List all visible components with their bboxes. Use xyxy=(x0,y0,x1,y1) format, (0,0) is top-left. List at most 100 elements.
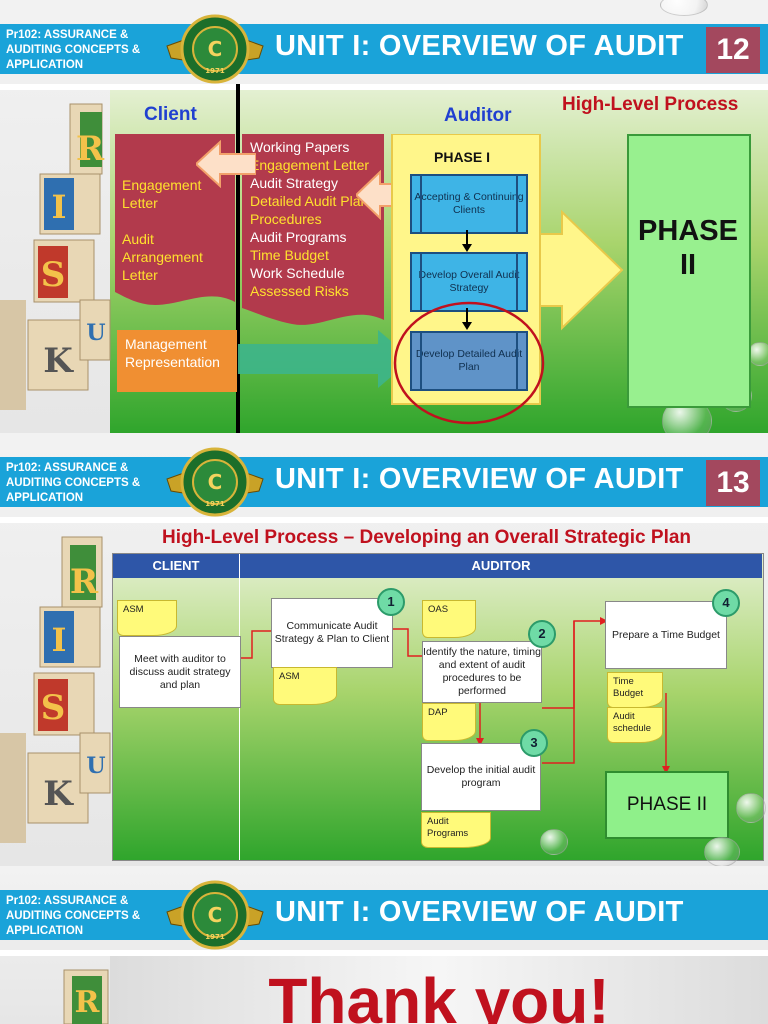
step-badge: 4 xyxy=(712,589,740,617)
client-doc-audit-arrangement-letter: Audit Arrangement Letter xyxy=(122,231,203,283)
water-drop xyxy=(748,342,768,366)
step-label: Develop Detailed Audit Plan xyxy=(415,348,523,373)
step-arrows-icon xyxy=(462,230,472,330)
auditor-doc-item: Audit Strategy xyxy=(250,175,338,191)
arrow-to-client-icon xyxy=(196,140,256,188)
phase2-label: PHASE II xyxy=(638,215,738,281)
header-bar xyxy=(0,890,768,940)
water-drop xyxy=(660,0,708,16)
auditor-documents-shape xyxy=(242,134,384,325)
auditor-doc-item: Engagement Letter xyxy=(250,157,370,173)
divider xyxy=(0,517,768,523)
auditor-doc-item: Assessed Risks xyxy=(250,283,349,299)
university-seal-logo: C 1971 xyxy=(166,880,264,950)
step-label: Develop Overall Audit Strategy xyxy=(418,269,520,294)
content-background xyxy=(110,956,768,1024)
step-label: Accepting & Continuing Clients xyxy=(414,191,524,216)
phase1-title: PHASE I xyxy=(434,149,491,165)
box-meet-with-auditor: Meet with auditor to discuss audit strat… xyxy=(119,636,241,708)
auditor-documents-list: Working Papers Engagement Letter Audit S… xyxy=(250,138,384,300)
water-drop xyxy=(540,829,568,855)
process-title: High-Level Process xyxy=(562,94,739,115)
divider xyxy=(0,84,768,90)
doc-audit-programs: Audit Programs xyxy=(421,812,491,848)
divider xyxy=(0,950,768,956)
box-label: Meet with auditor to discuss audit strat… xyxy=(129,652,231,691)
step-detailed-plan: Develop Detailed Audit Plan xyxy=(410,331,528,391)
unit-title: UNIT I: OVERVIEW OF AUDIT xyxy=(275,896,684,928)
page-number: 13 xyxy=(706,460,760,506)
svg-text:U: U xyxy=(86,320,105,346)
course-title: Pr102: ASSURANCE & AUDITING CONCEPTS & A… xyxy=(6,895,141,937)
water-drop xyxy=(704,837,740,866)
auditor-doc-item: Time Budget xyxy=(250,247,329,263)
process-title: High-Level Process – Developing an Overa… xyxy=(162,527,692,548)
column-header-auditor: AUDITOR xyxy=(240,554,762,578)
doc-time-budget: Time Budget xyxy=(607,672,663,708)
auditor-doc-item: Detailed Audit Plan & Procedures xyxy=(250,193,382,227)
mgmt-rep-arrow-icon xyxy=(238,330,412,388)
unit-title: UNIT I: OVERVIEW OF AUDIT xyxy=(275,463,684,495)
header-bar xyxy=(0,24,768,74)
step-badge: 2 xyxy=(528,620,556,648)
step-identify-procedures: Identify the nature, timing and extent o… xyxy=(422,641,542,703)
risk-blocks-image: R I S K U xyxy=(0,536,111,843)
thank-you-message: Thank you! xyxy=(268,965,610,1024)
svg-text:R: R xyxy=(70,562,99,602)
slide-12: Pr102: ASSURANCE & AUDITING CONCEPTS & A… xyxy=(0,0,768,433)
box-label: Identify the nature, timing and extent o… xyxy=(423,646,541,697)
svg-text:I: I xyxy=(52,621,67,659)
client-auditor-divider xyxy=(236,84,240,433)
step-accepting-clients: Accepting & Continuing Clients xyxy=(410,174,528,234)
unit-title: UNIT I: OVERVIEW OF AUDIT xyxy=(275,30,684,62)
flow-connectors-icon xyxy=(232,617,670,774)
step-time-budget: Prepare a Time Budget xyxy=(605,601,727,669)
doc-dap: DAP xyxy=(422,703,476,741)
client-documents-shape xyxy=(115,134,235,305)
auditor-doc-item: Audit Programs xyxy=(250,229,347,245)
client-doc-engagement-letter: Engagement Letter xyxy=(122,177,202,211)
management-representation-label: Management Representation xyxy=(125,336,220,370)
svg-text:R: R xyxy=(75,985,101,1020)
column-header-client: CLIENT xyxy=(113,554,239,578)
svg-text:1971: 1971 xyxy=(205,67,225,75)
svg-text:1971: 1971 xyxy=(205,933,225,941)
doc-asm: ASM xyxy=(273,667,337,705)
step-overall-strategy: Develop Overall Audit Strategy xyxy=(410,252,528,312)
box-label: Develop the initial audit program xyxy=(426,764,536,789)
client-label: Client xyxy=(144,104,197,125)
box-label: Communicate Audit Strategy & Plan to Cli… xyxy=(274,620,390,645)
course-title: Pr102: ASSURANCE & AUDITING CONCEPTS & A… xyxy=(6,462,141,504)
svg-text:C: C xyxy=(208,903,223,927)
doc-audit-schedule: Audit schedule xyxy=(607,707,663,743)
phase2-box xyxy=(627,134,751,408)
svg-text:1971: 1971 xyxy=(205,500,225,508)
risk-blocks-image: R I S K U xyxy=(0,103,111,410)
doc-oas: OAS xyxy=(422,600,476,638)
step-initial-audit-program: Develop the initial audit program xyxy=(421,743,541,811)
svg-text:U: U xyxy=(86,753,105,779)
svg-text:I: I xyxy=(52,188,67,226)
slide-13: Pr102: ASSURANCE & AUDITING CONCEPTS & A… xyxy=(0,433,768,866)
svg-text:S: S xyxy=(41,688,66,728)
step-badge: 1 xyxy=(377,588,405,616)
auditor-doc-item: Working Papers xyxy=(250,139,350,155)
svg-text:C: C xyxy=(208,470,223,494)
page-number: 12 xyxy=(706,27,760,73)
svg-text:C: C xyxy=(208,37,223,61)
step-communicate-strategy: Communicate Audit Strategy & Plan to Cli… xyxy=(271,598,393,668)
highlight-circle xyxy=(393,301,545,425)
auditor-label: Auditor xyxy=(444,105,512,126)
header-bar xyxy=(0,457,768,507)
svg-text:S: S xyxy=(41,255,66,295)
university-seal-logo: C 1971 xyxy=(166,447,264,517)
svg-text:R: R xyxy=(76,129,105,169)
course-title: Pr102: ASSURANCE & AUDITING CONCEPTS & A… xyxy=(6,29,141,71)
phase2-box: PHASE II xyxy=(605,771,729,839)
auditor-doc-item: Work Schedule xyxy=(250,265,345,281)
slide-thank-you: Pr102: ASSURANCE & AUDITING CONCEPTS & A… xyxy=(0,866,768,1024)
svg-text:K: K xyxy=(43,341,74,381)
step-badge: 3 xyxy=(520,729,548,757)
svg-text:K: K xyxy=(43,774,74,814)
university-seal-logo: C 1971 xyxy=(166,14,264,84)
